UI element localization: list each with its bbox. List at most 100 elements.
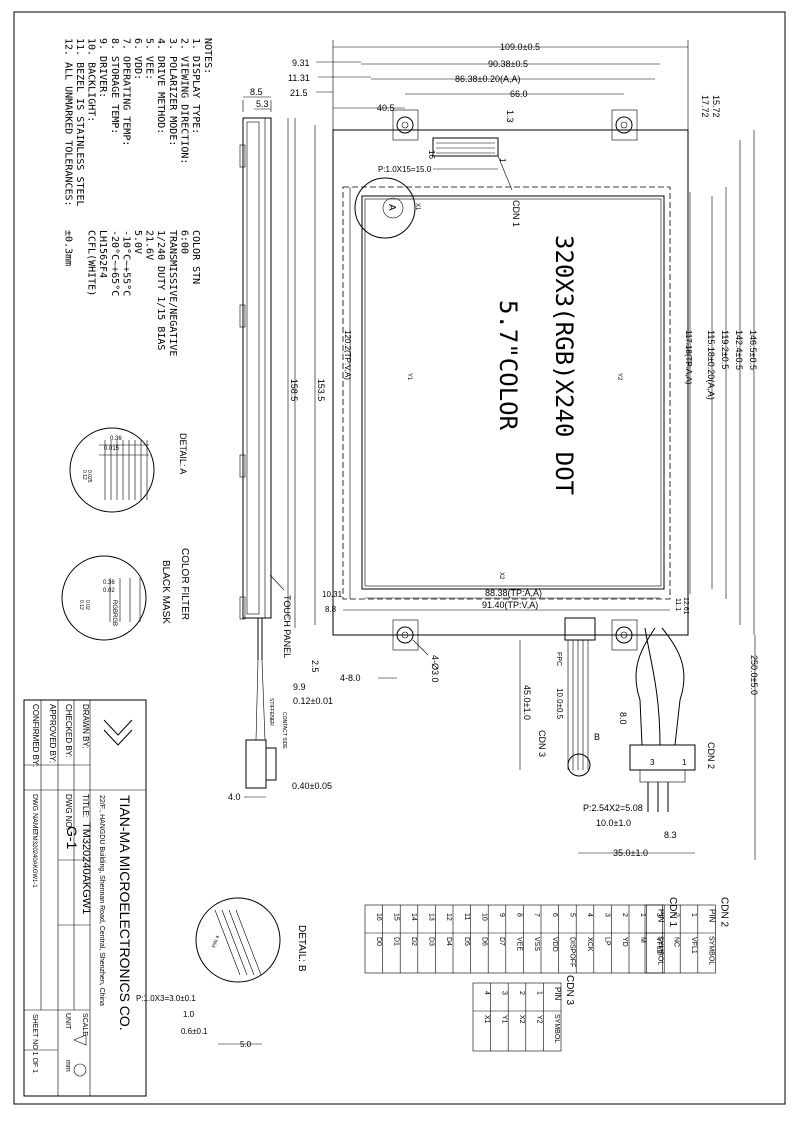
pin-4-label: PIN 4 [211, 935, 221, 949]
y2-label: Y2 [616, 373, 622, 381]
note-value: -20°C~+65°C [109, 230, 120, 296]
dim-2-54: P:2.54X2=5.08 [583, 803, 643, 813]
pin-tables: CDN 1PINSYMBOL1M2YD3LP4XCK5DISPOFF6VDD7V… [364, 897, 729, 1052]
right-dimensions: 146.5±0.5 142.4±0.5 119.2±0.5 115.18±0.2… [343, 130, 759, 860]
dim-1-0-b: 1.0 [183, 1010, 195, 1019]
pin-number: 6 [551, 913, 558, 917]
dim-8-8: 8.8 [325, 605, 337, 614]
checked-by: CHECKED BY: [64, 704, 73, 758]
note-label: 1. DISPLAY TYPE: [190, 38, 201, 134]
pin-symbol: VEE [516, 937, 523, 951]
dim-15-72: 15.72 [711, 95, 721, 118]
bottom-dimensions: 88.38(TP:A,A) 91.40(TP:V,A) 10.31 8.8 4-… [322, 588, 670, 683]
cdn1-pin-table: CDN 1PINSYMBOL1M2YD3LP4XCK5DISPOFF6VDD7V… [364, 897, 678, 974]
note-label: 3. POLARIZER MODE: [167, 38, 178, 146]
dim-5-3: 5.3 [256, 99, 269, 109]
note-value: 21.6V [144, 230, 155, 260]
detail-a-title: DETAIL: A [178, 433, 188, 474]
detail-a-marker: A [386, 204, 397, 211]
dim-2-5: 2.5 [310, 660, 320, 673]
pin-number: 1 [690, 913, 697, 917]
pin-symbol: XCK [586, 937, 593, 952]
active-area [361, 195, 665, 590]
title-label: TITLE: [81, 794, 90, 818]
dim-0-6: 0.6±0.1 [181, 1027, 208, 1036]
cdn2-pin3: 3 [650, 758, 655, 767]
detail-a-circle [354, 177, 416, 239]
title-value: TM320240AKGW1 [80, 822, 92, 914]
x1-label: X1 [414, 203, 420, 211]
pin-number: 15 [392, 913, 399, 921]
cdn1-label: CDN 1 [511, 200, 521, 227]
dim-0-40: 0.40±0.05 [292, 781, 332, 791]
approved-by: APPROVED BY: [48, 704, 57, 763]
table-head-pin: PIN [656, 909, 665, 923]
stiffener-label: STIFFENER [268, 698, 274, 726]
side-view: 8.5 5.3 158.5 153.5 TOUCH PANEL 9.9 0.12… [228, 87, 333, 802]
pin-number: 8 [516, 913, 523, 917]
note-value: TRANSMISSIVE/NEGATIVE [167, 230, 178, 356]
title-block: TIAN-MA MICROELECTRONICS CO. 22/F., HANG… [23, 699, 147, 1097]
dim-109: 109.0±0.5 [500, 42, 540, 52]
note-label: 9. DRIVER: [97, 38, 108, 98]
detail-b-circle [567, 753, 591, 777]
dim-45: 45.0±1.0 [522, 685, 532, 720]
table-head-pin: PIN [553, 987, 562, 1001]
confirmed-by: CONFIRMED BY: [31, 704, 40, 767]
pin-number: 14 [410, 913, 417, 921]
unit-label: UNIT [64, 1013, 71, 1030]
pin-number: 4 [586, 913, 593, 917]
pin-number: 3 [500, 991, 507, 995]
pin-number: 1 [639, 913, 646, 917]
dim-0-12-a: 0.12 [81, 470, 87, 480]
pin-symbol: NC [672, 937, 679, 947]
pin-number: 2 [672, 913, 679, 917]
pin-number: 12 [445, 913, 452, 921]
dim-4-phi3: 4-Ø3.0 [430, 655, 440, 683]
pin-symbol: LP [604, 937, 611, 946]
pin-symbol: D5 [463, 937, 470, 946]
cdn2-table-title: CDN 2 [718, 897, 729, 927]
scale-label: SCALE [81, 1013, 88, 1036]
dim-1-3: 1.3 [505, 110, 515, 123]
dim-4x8: 4-8.0 [340, 673, 361, 683]
dim-12-61: 12.61 [682, 597, 689, 615]
display-resolution-text: 320X3(RGB)X240 DOT [550, 235, 578, 495]
color-filter-detail: RGBRGB 0.36 0.02 0.02 0.12 COLOR FILTER … [61, 548, 190, 641]
front-view: 16 1 P:1.0X15=15.0 CDN 1 A X1 X2 Y1 Y2 3… [332, 109, 689, 651]
display-size-text: 5.7"COLOR [494, 300, 522, 431]
drawn-by: DRAWN BY: [81, 704, 90, 749]
dim-0-02-cf: 0.02 [103, 588, 115, 594]
note-label: 7. OPERATING TEMP: [120, 38, 131, 146]
dim-66: 66.0 [510, 89, 528, 99]
dim-0-025: 0.025 [86, 470, 92, 483]
cdn2-label: CDN 2 [706, 742, 716, 769]
note-value: CCFL(WHITE) [86, 230, 97, 296]
dwg-no-label: DWG NO: [64, 794, 73, 830]
dwg-name-value: TM320240AKGW1-1 [31, 832, 37, 888]
note-label: 2. VIEWING DIRECTION: [178, 38, 189, 164]
cdn3-table-title: CDN 3 [564, 975, 575, 1005]
sheet-border [13, 11, 786, 1105]
pin-number: 5 [568, 913, 575, 917]
dim-10-0-fpc: 10.0±0.5 [555, 688, 564, 720]
pin-number: 1 [536, 991, 543, 995]
note-label: 5. VEE: [144, 38, 155, 80]
touch-panel-label: TOUCH PANEL [282, 595, 292, 658]
dim-5-0: 5.0 [240, 1040, 252, 1049]
dim-8-0: 8.0 [618, 712, 628, 725]
pin-symbol: VDD [551, 937, 558, 952]
dim-90-38: 90.38±0.5 [488, 59, 528, 69]
note-value: 1/240 DUTY 1/15 BIAS [155, 230, 166, 350]
dim-10-31: 10.31 [322, 590, 343, 599]
dim-8-5: 8.5 [250, 87, 263, 97]
dim-10-1: 10.0±1.0 [596, 818, 631, 828]
note-value: -10°C~+55°C [120, 230, 131, 296]
table-head-symbol: SYMBOL [708, 936, 715, 965]
pin-symbol: D2 [410, 937, 417, 946]
unit-value: mm [64, 1060, 71, 1072]
pin-symbol: D0 [375, 937, 382, 946]
